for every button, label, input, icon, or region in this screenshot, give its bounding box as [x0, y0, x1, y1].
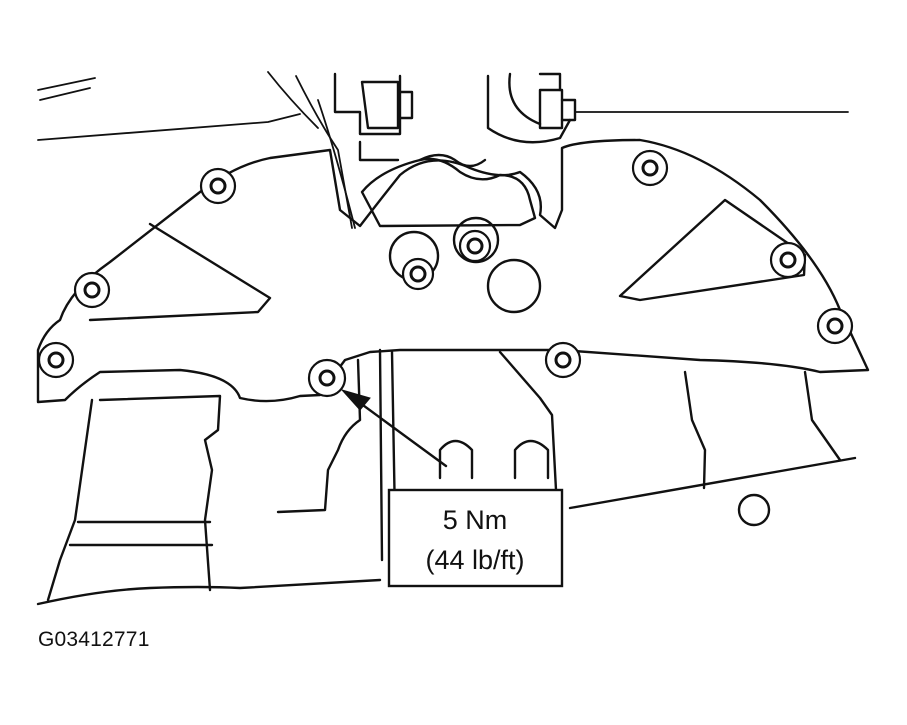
bolt-9 [769, 241, 807, 279]
bolt-7 [544, 341, 582, 379]
background-lines [37, 71, 849, 229]
bolt-5 [458, 229, 492, 263]
torque-callout: 5 Nm (44 lb/ft) [387, 488, 564, 588]
bolt-6 [307, 358, 347, 398]
torque-nm-label: 5 Nm [443, 505, 508, 535]
bolt-2 [73, 271, 111, 309]
torque-lbft-label: (44 lb/ft) [425, 545, 524, 575]
figure-id: G03412771 [38, 628, 150, 651]
bolt-8 [631, 149, 669, 187]
cover-plate [36, 138, 870, 404]
bolt-3 [37, 341, 75, 379]
bolt-1 [199, 167, 237, 205]
bolts [37, 149, 854, 398]
bolt-10 [816, 307, 854, 345]
upper-connectors [333, 72, 577, 162]
bolt-4 [401, 257, 435, 291]
callout-arrow [340, 389, 448, 468]
